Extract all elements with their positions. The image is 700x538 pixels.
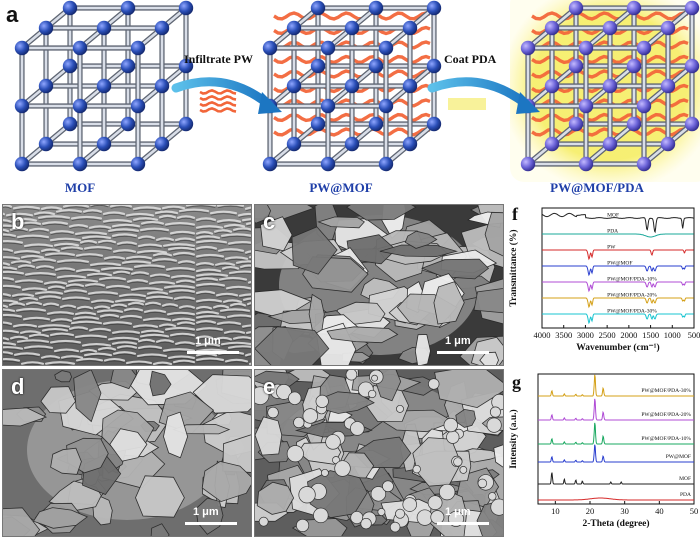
scale-label-e: 1 μm [445, 506, 471, 518]
ftir-series-label: PDA [607, 229, 618, 235]
ftir-series-line [542, 249, 694, 261]
label-pw-mof: PW@MOF [309, 180, 373, 195]
sem-letter-c: c [263, 209, 276, 234]
ftir-series-label: MOF [607, 213, 619, 219]
sem-image-c: c 1 μm [254, 204, 504, 366]
ftir-plot-frame [541, 207, 695, 329]
ftir-x-tick-label: 1000 [664, 330, 681, 340]
scale-label-b: 1 μm [195, 335, 221, 347]
sem-letter-d: d [11, 374, 25, 399]
mof-framework [14, 0, 194, 172]
sem-image-e: e 1 μm [254, 369, 504, 537]
xrd-y-axis-label: Intensity (a.u.) [508, 409, 519, 468]
panel-letter-g: g [512, 372, 521, 392]
scalebar-c [437, 351, 489, 354]
ftir-x-tick-label: 1500 [642, 330, 659, 340]
xrd-x-tick-label: 40 [655, 506, 664, 516]
xrd-series-line [538, 374, 694, 397]
metal-nodes [262, 0, 442, 172]
step-coat-pda: Coat PDA [444, 52, 497, 66]
scale-label-d: 1 μm [193, 506, 219, 518]
scalebar-b [187, 351, 239, 354]
ftir-x-tick-label: 3500 [555, 330, 572, 340]
scalebar-e [437, 522, 489, 525]
label-pw-mof-pda: PW@MOF/PDA [550, 180, 644, 195]
xrd-x-tick-label: 50 [690, 506, 699, 516]
scalebar-d [185, 522, 237, 525]
xrd-plot-frame [537, 373, 695, 505]
xrd-series-label: PW@MOF [666, 454, 691, 460]
ftir-series-line [542, 233, 694, 238]
xrd-series-label: MOF [679, 476, 691, 482]
xrd-x-tick-label: 10 [551, 506, 560, 516]
xrd-series-label: PW@MOF/PDA-20% [641, 412, 691, 418]
ftir-x-tick-label: 2000 [620, 330, 637, 340]
metal-nodes [14, 0, 194, 172]
ftir-series-line [541, 212, 694, 234]
ftir-series-label: PW [607, 245, 616, 251]
ftir-y-axis-label: Transmittance (%) [508, 229, 519, 306]
xrd-x-tick-label: 30 [620, 506, 629, 516]
panel-letter-f: f [512, 204, 519, 224]
ftir-series-line [542, 313, 694, 325]
ftir-series-label: PW@MOF/PDA-20% [607, 293, 657, 299]
sem-letter-e: e [263, 374, 276, 399]
xrd-series-line [538, 398, 694, 421]
xrd-series-label: PDA [680, 492, 691, 498]
xrd-series-line [538, 444, 694, 463]
ftir-series-line [542, 265, 694, 277]
xrd-series-label: PW@MOF/PDA-30% [641, 388, 691, 394]
panel-letter-a: a [6, 2, 19, 27]
ftir-x-tick-label: 500 [688, 330, 700, 340]
xrd-series-line [538, 472, 694, 485]
metal-nodes [520, 0, 700, 172]
label-mof: MOF [64, 180, 96, 195]
xrd-x-tick-label: 20 [586, 506, 595, 516]
ftir-x-axis-label: Wavenumber (cm⁻¹) [576, 342, 659, 353]
pw-mof-framework [262, 0, 442, 172]
pw-mof-pda-framework [510, 0, 700, 182]
ftir-series-line [542, 281, 694, 293]
ftir-x-tick-label: 2500 [599, 330, 616, 340]
sem-letter-b: b [11, 209, 25, 234]
scale-label-c: 1 μm [445, 335, 471, 347]
process-arrows [171, 77, 540, 114]
ftir-series-label: PW@MOF [607, 261, 632, 267]
xrd-chart: 10 20 30 40 50 2-Theta (degree) Intensity (a.u… [508, 372, 699, 529]
ftir-chart: 4000 3500 3000 2500 2000 1500 1000 500Wavenumbe… [508, 204, 700, 353]
ftir-x-tick-label: 4000 [534, 330, 551, 340]
xrd-series-label: PW@MOF/PDA-10% [641, 436, 691, 442]
ftir-series-label: PW@MOF/PDA-30% [607, 309, 657, 315]
framework-rods [19, 5, 189, 167]
step-infiltrate-pw: Infiltrate PW [184, 52, 253, 66]
xrd-series-line [538, 422, 694, 445]
xrd-series-line [538, 497, 694, 501]
ftir-series-label: PW@MOF/PDA-10% [607, 277, 657, 283]
sem-image-d: d 1 μm [2, 369, 252, 537]
xrd-x-axis-label: 2-Theta (degree) [582, 518, 649, 529]
ftir-series-line [542, 297, 694, 309]
ftir-x-tick-label: 3000 [577, 330, 594, 340]
sem-image-b: b 1 μm [2, 204, 252, 366]
panel-a-schematic [14, 0, 700, 182]
